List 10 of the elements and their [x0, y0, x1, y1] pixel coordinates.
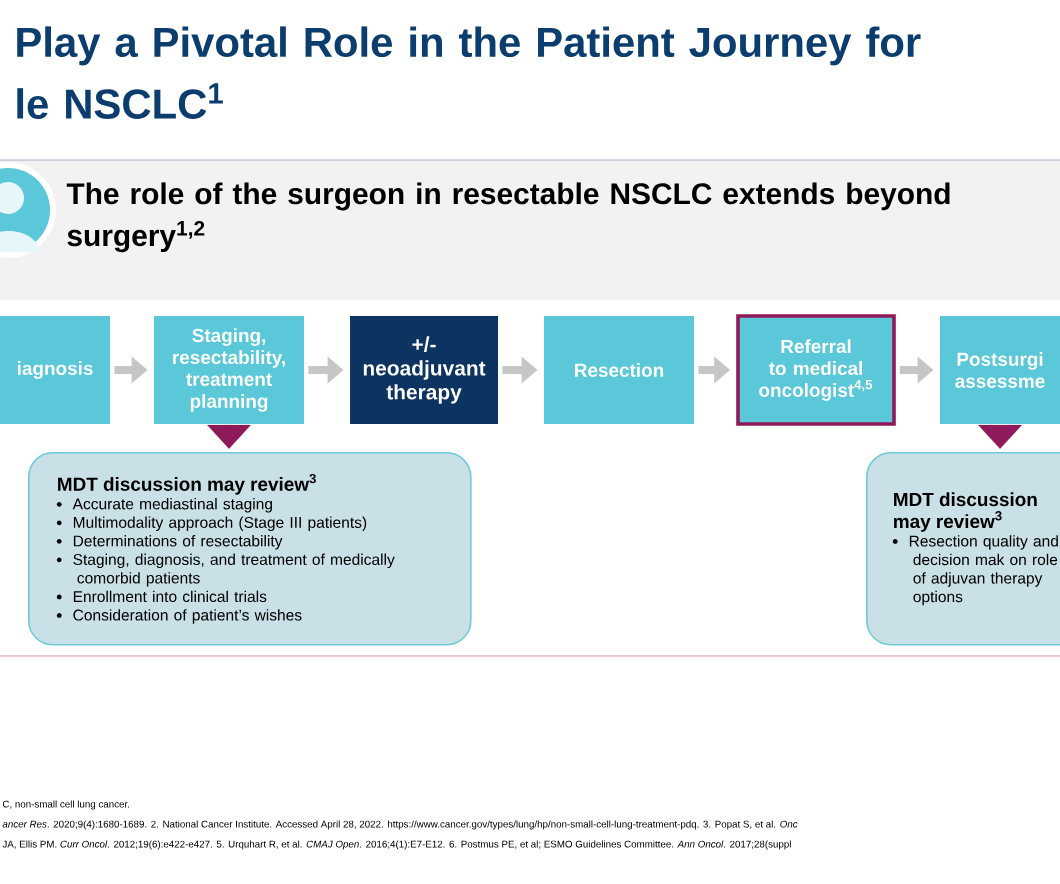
arrow	[207, 424, 251, 449]
process-box: Staging, resectability, treatment planning	[154, 316, 304, 424]
process-box: Referral to medical oncologist$^{4,5}$	[736, 314, 896, 426]
process-box: Resection	[544, 316, 694, 424]
slide-title: Play a Pivotal Role in the Patient Journey for le NSCLC$^{1}$	[17, 26, 921, 119]
process-box: iagnosis	[0, 316, 110, 424]
header-text: The role of the surgeon in resectable NSCLC extends beyond surgery$^{1,2}$	[66, 182, 950, 253]
arrow	[978, 424, 1022, 449]
process-box: +/- neoadjuvant therapy	[350, 316, 498, 424]
process-box: Postsurgi assessme	[940, 316, 1060, 424]
